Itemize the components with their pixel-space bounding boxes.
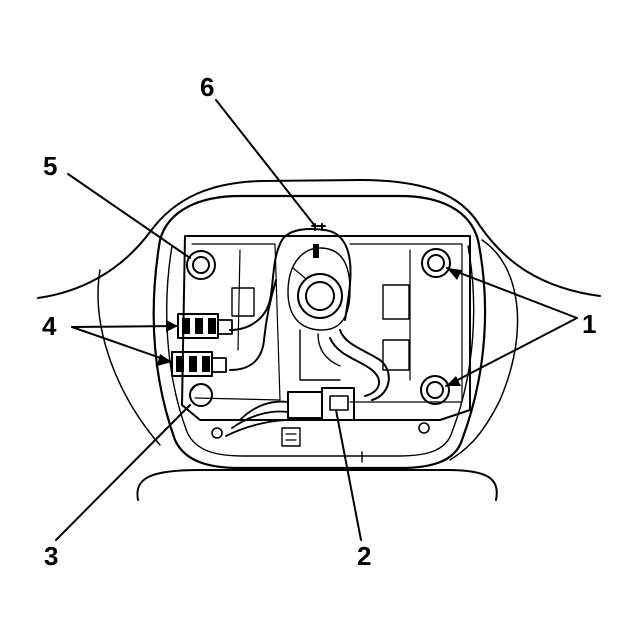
back-plate — [181, 235, 471, 421]
arrowheads — [157, 268, 462, 386]
airbag-connector-upper — [177, 313, 233, 339]
callout-4: 4 — [42, 311, 57, 341]
callout-2: 2 — [357, 541, 372, 571]
column-shroud — [136, 469, 498, 501]
mounting-bolt-lower-right — [420, 375, 450, 405]
clockspring-connector — [225, 387, 355, 437]
mounting-bolt-lower-left — [189, 383, 213, 407]
center-hub — [287, 247, 351, 331]
module-housing — [152, 194, 487, 470]
airbag-connector-lower — [171, 351, 227, 377]
steering-wheel-rim — [37, 179, 601, 299]
callout-1: 1 — [582, 309, 597, 339]
callout-3: 3 — [44, 541, 59, 571]
steering-wheel-rim-inner — [97, 269, 161, 446]
leader-lines — [55, 99, 578, 541]
callout-6: 6 — [200, 72, 215, 102]
wire-harness — [229, 228, 352, 331]
mounting-bolt-upper-right — [421, 248, 451, 278]
bottom-clips — [211, 422, 430, 463]
mounting-bolt-upper-left — [186, 250, 216, 280]
callout-5: 5 — [43, 151, 58, 181]
